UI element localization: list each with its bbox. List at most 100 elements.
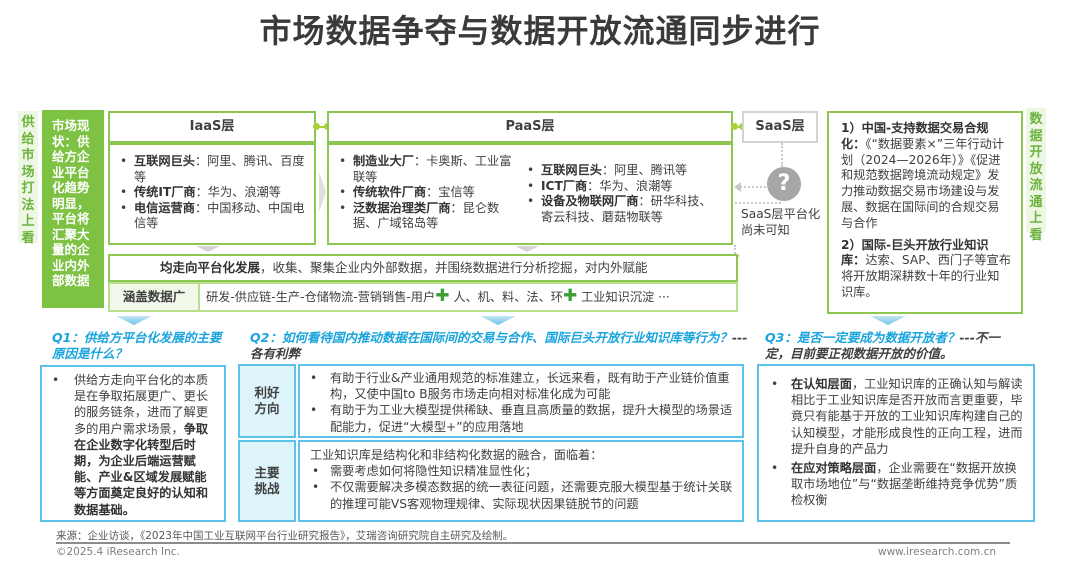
coverage-part3: 工业知识沉淀 ··· xyxy=(581,290,670,304)
footer-divider xyxy=(56,542,1010,544)
paas-item-text: ：阿里、腾讯等 xyxy=(601,163,688,177)
q1-box: 供给方走向平台化的本质是在争取拓展更广、更长的服务链条，进而了解更多的用户需求场… xyxy=(40,365,226,522)
question-icon: ? xyxy=(767,167,801,201)
challenges-box: 工业知识库是结构化和非结构化数据的融合，面临着： 需要考虑如何将隐性知识精准显性… xyxy=(298,440,744,522)
market-status-box: 市场现状：供给方企业平台化趋势明显，平台将汇聚大量的企业内外部数据 xyxy=(42,110,104,308)
saas-label: SaaS层 xyxy=(755,119,805,134)
q3-box: 在认知层面，工业知识库的正确认知与解读相比于工业知识库是否开放而言更重要，毕竟只… xyxy=(757,364,1035,522)
connector-dot xyxy=(731,123,738,130)
paas-item-bold: 传统软件厂商 xyxy=(353,185,427,199)
saas-header: SaaS层 xyxy=(742,111,818,143)
paas-item-text: ：昆仑数据、广域铭岛等 xyxy=(353,200,500,231)
q3-item: 在应对策略层面，企业需要在“数据开放换取市场地位”与“数据垄断维持竞争优势”质检… xyxy=(769,460,1023,509)
paas-item: 互联网巨头：阿里、腾讯等 xyxy=(525,163,721,179)
pros-box: 有助于行业&产业通用规范的标准建立，长远来看，既有助于产业链价值重构，又使中国t… xyxy=(298,364,744,438)
q3-item-text: ，企业需要在“数据开放换取市场地位”与“数据垄断维持竞争优势”质检权衡 xyxy=(791,461,1018,508)
paas-item: 传统软件厂商：宝信等 xyxy=(337,185,517,201)
paas-item-bold: 泛数据治理类厂商 xyxy=(353,200,451,215)
coverage-part2: 人、机、料、法、环 xyxy=(453,290,563,304)
arrow-down-icon xyxy=(480,316,516,325)
iaas-item-bold: 电信运营商 xyxy=(134,200,195,215)
challenges-label-text: 主要挑战 xyxy=(254,465,280,496)
q1-title: Q1：供给方平台化发展的主要原因是什么？ xyxy=(52,330,222,361)
connector-dot xyxy=(313,123,320,130)
plus-icon: ✚ xyxy=(563,286,578,306)
iaas-item-text: ：中国移动、中国电信等 xyxy=(134,200,305,231)
paas-item: 设备及物联网厂商：研华科技、寄云科技、蘑菇物联等 xyxy=(525,194,721,225)
paas-label: PaaS层 xyxy=(505,119,555,134)
q2-title: Q2：如何看待国内推动数据在国际间的交易与合作、国际巨头开放行业知识库等行为？-… xyxy=(250,330,750,361)
paas-item-bold: ICT厂商 xyxy=(541,178,588,193)
copyright: ©2025.4 iResearch Inc. xyxy=(56,546,180,558)
pros-item: 有助于行业&产业通用规范的标准建立，长远来看，既有助于产业链价值重构，又使中国t… xyxy=(308,370,734,402)
iaas-header: IaaS层 xyxy=(108,111,316,143)
left-vertical-label: 供给市场打法上看 xyxy=(18,111,38,246)
right-vertical-label: 数据开放流通上看 xyxy=(1026,108,1046,243)
q2-title-text: Q2：如何看待国内推动数据在国际间的交易与合作、国际巨头开放行业知识库等行为？ xyxy=(250,330,732,345)
q3-item-text: ，工业知识库的正确认知与解读相比于工业知识库是否开放而言更重要，毕竟只有能基于开… xyxy=(791,377,1023,456)
paas-item: 泛数据治理类厂商：昆仑数据、广域铭岛等 xyxy=(337,201,517,232)
pros-label: 利好方向 xyxy=(238,364,296,438)
paas-item-text: ：宝信等 xyxy=(426,185,475,199)
coverage-strip: 涵盖数据广 研发-供应链-生产-仓储物流-营销销售-用户✚ 人、机、料、法、环✚… xyxy=(108,282,738,312)
coverage-label: 涵盖数据广 xyxy=(110,284,200,310)
paas-item-text: ：研华科技、寄云科技、蘑菇物联等 xyxy=(541,194,712,224)
platform-strip-bold: 均走向平台化发展 xyxy=(160,260,261,275)
right-panel-p2: 2）国际-巨头开放行业知识库：达索、SAP、西门子等宣布将开放期深耕数十年的行业… xyxy=(841,238,1011,301)
dotted-connector xyxy=(740,186,766,188)
challenges-item: 需要考虑如何将隐性知识精准显性化； xyxy=(310,463,734,479)
arrow-down-icon xyxy=(870,316,906,325)
data-open-panel: 1）中国-支持数据交易合规化：《“数据要素×”三年行动计划（2024—2026年… xyxy=(827,111,1023,314)
q3-title-suffix: ---不一定，目前要正视数据开放的价值。 xyxy=(765,330,1000,361)
saas-note: SaaS层平台化尚未可知 xyxy=(741,207,821,237)
paas-item-bold: 制造业大厂 xyxy=(353,154,414,168)
paas-list-left: 制造业大厂：卡奥斯、工业富联等 传统软件厂商：宝信等 泛数据治理类厂商：昆仑数据… xyxy=(337,154,517,232)
iaas-body: 互联网巨头：阿里、腾讯、百度等 传统IT厂商：华为、浪潮等 电信运营商：中国移动… xyxy=(108,143,316,245)
paas-item-bold: 设备及物联网厂商 xyxy=(541,194,639,208)
source-note: 来源：企业访谈，《2023年中国工业互联网平台行业研究报告》，艾瑞咨询研究院自主… xyxy=(56,530,514,542)
paas-item-text: ：华为、浪潮等 xyxy=(587,178,673,193)
right-panel-p1-bold: 1）中国-支持数据交易合规化： xyxy=(841,121,989,151)
plus-icon: ✚ xyxy=(435,286,450,306)
dotted-connector xyxy=(735,202,781,204)
right-panel-p2-bold: 2）国际-巨头开放行业知识库： xyxy=(841,237,989,268)
chevron-right-icon xyxy=(319,172,326,212)
paas-item: ICT厂商：华为、浪潮等 xyxy=(525,179,721,195)
iaas-item: 互联网巨头：阿里、腾讯、百度等 xyxy=(118,154,306,185)
q1-item: 供给方走向平台化的本质是在争取拓展更广、更长的服务链条，进而了解更多的用户需求场… xyxy=(50,372,218,518)
iaas-item: 电信运营商：中国移动、中国电信等 xyxy=(118,201,306,232)
paas-item-text: ：卡奥斯、工业富联等 xyxy=(353,154,512,184)
paas-item-bold: 互联网巨头 xyxy=(541,163,602,177)
right-panel-p1: 1）中国-支持数据交易合规化：《“数据要素×”三年行动计划（2024—2026年… xyxy=(841,121,1011,232)
iaas-label: IaaS层 xyxy=(189,119,235,134)
challenges-label: 主要挑战 xyxy=(238,440,296,522)
coverage-content: 研发-供应链-生产-仓储物流-营销销售-用户✚ 人、机、料、法、环✚ 工业知识沉… xyxy=(200,284,670,310)
connector-line xyxy=(316,126,328,128)
iaas-item-bold: 传统IT厂商 xyxy=(134,185,196,199)
page-title: 市场数据争夺与数据开放流通同步进行 xyxy=(259,12,821,50)
challenges-item: 不仅需要解决多模态数据的统一表征问题，还需要克服大模型基于统计关联的推理可能VS… xyxy=(310,479,734,511)
paas-header: PaaS层 xyxy=(327,111,733,143)
arrow-down-icon xyxy=(196,246,220,252)
q3-title: Q3：是否一定要成为数据开放者？---不一定，目前要正视数据开放的价值。 xyxy=(765,330,1015,361)
paas-list-right: 互联网巨头：阿里、腾讯等 ICT厂商：华为、浪潮等 设备及物联网厂商：研华科技、… xyxy=(525,163,721,225)
iaas-item-text: ：华为、浪潮等 xyxy=(195,185,281,199)
dotted-connector xyxy=(781,143,783,167)
q3-title-text: Q3：是否一定要成为数据开放者？ xyxy=(765,330,960,345)
pros-item: 有助于为工业大模型提供稀缺、垂直且高质量的数据，提升大模型的场景适配能力，促进“… xyxy=(308,402,734,434)
website-link[interactable]: www.iresearch.com.cn xyxy=(877,546,996,558)
iaas-item: 传统IT厂商：华为、浪潮等 xyxy=(118,185,306,201)
challenges-intro: 工业知识库是结构化和非结构化数据的融合，面临着： xyxy=(310,448,603,462)
iaas-item-bold: 互联网巨头 xyxy=(134,154,195,168)
q3-item-bold: 在应对策略层面 xyxy=(791,461,877,476)
dotted-connector xyxy=(734,245,736,257)
platform-strip: 均走向平台化发展，收集、聚集企业内外部数据，并围绕数据进行分析挖掘，对内外赋能 xyxy=(108,254,738,282)
arrow-down-icon xyxy=(116,316,152,325)
coverage-part1: 研发-供应链-生产-仓储物流-营销销售-用户 xyxy=(206,290,436,304)
q1-bold: 争取在企业数字化转型后时期，为企业后端运营赋能、产业&区域发展赋能等方面奠定良好… xyxy=(74,421,209,517)
arrow-left-icon xyxy=(734,182,741,192)
q1-text: 供给方走向平台化的本质是在争取拓展更广、更长的服务链条，进而了解更多的用户需求场… xyxy=(74,373,209,436)
paas-body: 制造业大厂：卡奥斯、工业富联等 传统软件厂商：宝信等 泛数据治理类厂商：昆仑数据… xyxy=(327,143,733,245)
platform-strip-text: ，收集、聚集企业内外部数据，并围绕数据进行分析挖掘，对内外赋能 xyxy=(260,260,648,275)
arrow-down-icon xyxy=(515,246,539,252)
